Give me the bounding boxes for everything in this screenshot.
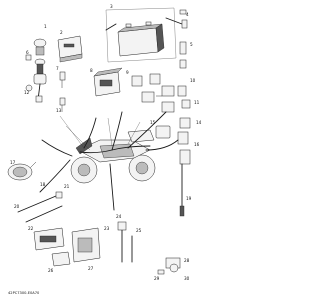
callout-7: 7 bbox=[56, 66, 59, 71]
callout-27: 27 bbox=[88, 266, 94, 271]
callout-14: 14 bbox=[196, 120, 202, 125]
callout-17: 17 bbox=[10, 160, 16, 165]
callout-1: 1 bbox=[44, 24, 47, 29]
callout-21: 21 bbox=[64, 184, 70, 189]
callout-3: 3 bbox=[110, 4, 113, 9]
callout-24: 24 bbox=[116, 214, 122, 219]
relay-cluster bbox=[131, 73, 191, 129]
callout-18: 18 bbox=[40, 182, 46, 187]
callout-30: 30 bbox=[184, 276, 190, 281]
connector-blocks bbox=[33, 227, 101, 267]
wire-harness bbox=[39, 111, 179, 211]
ecu-unit bbox=[57, 35, 83, 63]
callout-11: 11 bbox=[194, 100, 200, 105]
main-switch-assembly bbox=[25, 38, 47, 103]
callout-15: 15 bbox=[150, 120, 156, 125]
callout-8: 8 bbox=[90, 68, 93, 73]
small-fasteners-left bbox=[59, 71, 66, 112]
callout-16: 16 bbox=[194, 142, 200, 147]
motorcycle-silhouette bbox=[70, 129, 156, 184]
battery-box-bracket bbox=[105, 7, 188, 69]
callout-2: 2 bbox=[60, 30, 63, 35]
callout-12: 12 bbox=[24, 90, 30, 95]
sensors-bottom-right bbox=[117, 221, 181, 275]
callout-22: 22 bbox=[28, 226, 34, 231]
electrical-parts-exploded-diagram: 1 2 3 4 5 6 7 8 9 10 11 12 13 14 15 16 1… bbox=[7, 4, 202, 295]
callout-23: 23 bbox=[104, 226, 110, 231]
callout-13: 13 bbox=[56, 108, 62, 113]
sensor-units-right bbox=[155, 125, 191, 217]
callout-20: 20 bbox=[14, 204, 20, 209]
diagram-code: 42PC7300-E0A70 bbox=[8, 291, 40, 295]
callout-10: 10 bbox=[190, 78, 196, 83]
cables-bottom-left bbox=[17, 191, 63, 223]
callout-19: 19 bbox=[186, 196, 192, 201]
callout-28: 28 bbox=[184, 258, 190, 263]
callout-9: 9 bbox=[126, 70, 129, 75]
callout-6: 6 bbox=[26, 50, 29, 55]
callout-29: 29 bbox=[154, 276, 160, 281]
callout-25: 25 bbox=[136, 228, 142, 233]
callout-5: 5 bbox=[190, 42, 193, 47]
callout-4: 4 bbox=[186, 12, 189, 17]
fuse-box bbox=[93, 67, 123, 97]
horn bbox=[7, 161, 37, 181]
callout-26: 26 bbox=[48, 268, 54, 273]
callout-labels: 1 2 3 4 5 6 7 8 9 10 11 12 13 14 15 16 1… bbox=[10, 4, 202, 281]
